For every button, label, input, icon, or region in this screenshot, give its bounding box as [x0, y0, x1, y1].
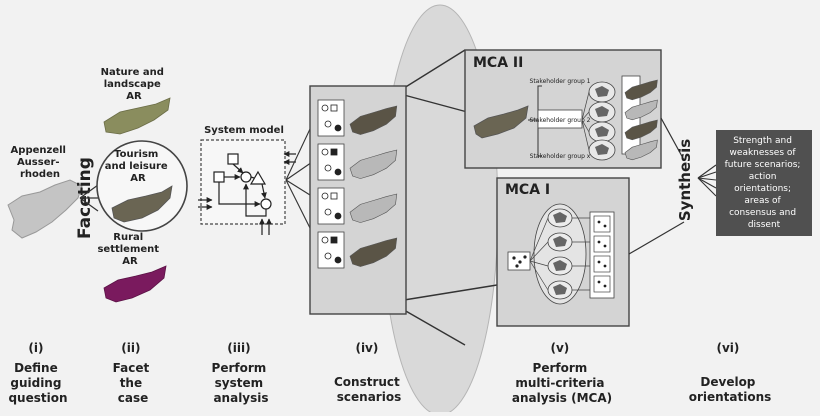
mca2-criteria-shape [595, 86, 609, 97]
step-v: (v) Perform multi-criteria analysis (MCA… [512, 341, 612, 405]
mca1-criteria [529, 203, 590, 305]
mca2-output-map [624, 119, 658, 141]
result-fan [697, 164, 717, 197]
mca1-link [529, 260, 549, 291]
scenario-node [324, 252, 332, 260]
mca1-link [529, 241, 549, 262]
mca1-output-dot [603, 244, 607, 248]
mca2-link [581, 111, 590, 121]
mca1-outputs [593, 215, 611, 293]
rural-map [103, 265, 167, 303]
scenario-node [330, 236, 338, 244]
scenario-map [349, 237, 398, 267]
scenario-node [321, 148, 329, 156]
scenario-list [317, 99, 398, 269]
mca1-output-dot [597, 260, 601, 264]
mca2-criteria-shape [595, 144, 609, 155]
mca1-output-dot [597, 280, 601, 284]
result-text: Strength and weaknesses of future scenar… [725, 136, 804, 230]
step-labels: (i) Define guiding question (ii) Facet t… [8, 341, 771, 405]
mca1-link [529, 260, 549, 267]
mca1-criteria-shape [553, 284, 567, 295]
scenario-node [330, 104, 338, 112]
mca1-input-dots [512, 255, 527, 268]
mca2-title: MCA II [473, 55, 523, 71]
result-box [716, 130, 812, 236]
scenario-node [321, 192, 329, 200]
synthesis-label: Synthesis [676, 139, 694, 221]
scenario-node [324, 208, 332, 216]
mca2-output-map [624, 139, 658, 161]
mca2-criteria-shape [595, 106, 609, 117]
scenario-node [330, 192, 338, 200]
system-model-arrows [198, 151, 296, 235]
scenario-node [324, 164, 332, 172]
step-i: (i) Define guiding question [8, 341, 67, 405]
mca2-output-map [624, 79, 658, 101]
scenario-map [349, 193, 398, 223]
mca2-link [581, 119, 590, 151]
mca1-output-dot [597, 240, 601, 244]
mca1-output-dot [603, 224, 607, 228]
mca1-criteria-shape [553, 260, 567, 271]
system-model-graph [213, 153, 272, 217]
scenario-node [324, 120, 332, 128]
stakeholder-group-1: Stakeholder group 1 [530, 78, 591, 85]
nature-map [103, 97, 171, 135]
mca1-link [529, 217, 549, 262]
scenario-node [330, 148, 338, 156]
scenario-map [349, 105, 398, 135]
tourism-map [111, 185, 173, 223]
mca2-scenario-map [473, 105, 529, 139]
mca1-output-item [593, 275, 611, 293]
stakeholder-group-2: Stakeholder group 2 [530, 117, 591, 124]
synthesis-inputs [628, 117, 685, 255]
mca1-output-dot [603, 264, 607, 268]
mca2-criteria [581, 81, 616, 161]
mca2-criteria-shape [595, 126, 609, 137]
mca1-output-item [593, 215, 611, 233]
system-model-label: System model [204, 125, 284, 136]
scenario-node [334, 124, 342, 132]
mca1-criteria-shape [553, 212, 567, 223]
mca1-output-dot [603, 284, 607, 288]
step-iv: (iv) Construct scenarios [334, 341, 404, 404]
faceting-fan [79, 184, 99, 212]
mca1-title: MCA I [505, 182, 550, 198]
nature-label: Nature and landscape AR [101, 67, 168, 102]
scenario-node [334, 168, 342, 176]
mca1-output-item [593, 255, 611, 273]
step-vi: (vi) Develop orientations [689, 341, 772, 404]
scenario-node [334, 212, 342, 220]
mca2-link [581, 91, 590, 121]
scenario-node [321, 236, 329, 244]
rural-label: Rural settlement AR [97, 232, 162, 267]
mca1-criteria-ellipse [533, 203, 587, 305]
scenario-node [321, 104, 329, 112]
mca1-criteria-shape [553, 236, 567, 247]
appenzell-map [7, 179, 83, 239]
appenzell-label: Appenzell Ausser- rhoden [11, 145, 70, 180]
scenario-node [334, 256, 342, 264]
mca2-output-map [624, 99, 658, 121]
mca1-output-item [593, 235, 611, 253]
mca2-output-maps [624, 79, 658, 161]
stakeholder-group-x: Stakeholder group x [530, 153, 591, 160]
mca2-link [581, 119, 590, 133]
scenario-map [349, 149, 398, 179]
step-ii: (ii) Facet the case [113, 341, 154, 405]
step-iii: (iii) Perform system analysis [212, 341, 271, 405]
tourism-label: Tourism and leisure AR [105, 149, 171, 184]
mca1-output-dot [597, 220, 601, 224]
